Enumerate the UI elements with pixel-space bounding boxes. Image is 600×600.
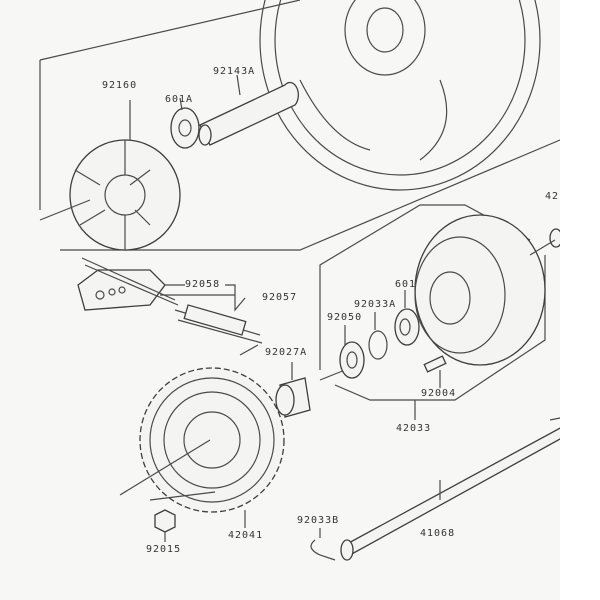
chain-link-detail xyxy=(77,257,246,312)
label-92050: 92050 xyxy=(327,312,363,323)
label-601: 601 xyxy=(395,279,417,290)
hub-group-outline xyxy=(334,255,546,401)
label-92004: 92004 xyxy=(421,388,457,399)
label-92143a: 92143A xyxy=(213,66,256,77)
nut-92015 xyxy=(154,509,176,533)
bearing-601a xyxy=(170,107,200,149)
label-41068: 41068 xyxy=(420,528,456,539)
stud-92004 xyxy=(423,355,447,373)
label-92057: 92057 xyxy=(262,292,298,303)
drive-chain xyxy=(174,304,263,344)
collar-92143a xyxy=(198,81,299,146)
rear-axle xyxy=(340,419,581,561)
panel-outline xyxy=(60,139,561,251)
panel-outline xyxy=(39,0,301,61)
label-42033: 42033 xyxy=(396,423,432,434)
label-92160: 92160 xyxy=(102,80,138,91)
bearing-601 xyxy=(394,308,420,346)
circlip-92033a xyxy=(368,330,388,360)
oil-seal-92050 xyxy=(339,341,365,379)
rear-sprocket xyxy=(139,367,285,513)
label-92027a: 92027A xyxy=(265,347,308,358)
rubber-damper xyxy=(69,139,181,251)
wheel xyxy=(259,0,541,191)
label-601a: 601A xyxy=(165,94,194,105)
label-92033b: 92033B xyxy=(297,515,340,526)
spacer-92027a xyxy=(275,377,311,418)
label-92058: 92058 xyxy=(185,279,221,290)
label-92015: 92015 xyxy=(146,544,182,555)
label-92033a: 92033A xyxy=(354,299,397,310)
label-42041: 42041 xyxy=(228,530,264,541)
clip-92033b xyxy=(310,539,336,561)
label-42-partial: 42 xyxy=(545,191,560,202)
sprocket-hub xyxy=(414,214,546,366)
